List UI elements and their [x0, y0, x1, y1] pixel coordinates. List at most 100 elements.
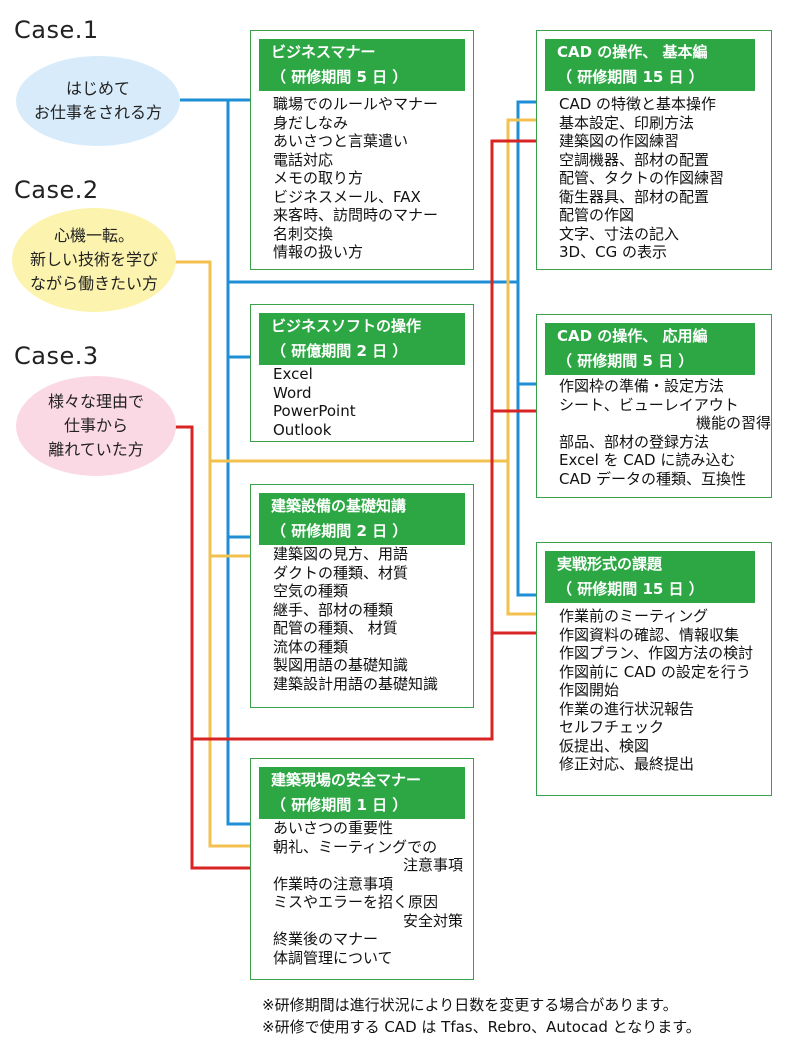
course-item: 朝礼、ミーティングでの	[273, 837, 438, 856]
course-item: 配管、タクトの作図練習	[559, 169, 725, 187]
course-item: 職場でのルールやマナー	[273, 95, 439, 113]
course-item: 配管の作図	[559, 206, 635, 224]
course-practical-task: 実戦形式の課題 （ 研修期間 15 日 ） 作業前のミーティング 作図資料の確認…	[536, 542, 772, 796]
course-header: ビジネスマナー （ 研修期間 5 日 ）	[259, 39, 465, 91]
case2-oval: 心機一転。 新しい技術を学び ながら働きたい方	[12, 208, 176, 312]
course-header: 実戦形式の課題 （ 研修期間 15 日 ）	[545, 551, 755, 603]
course-cad-basic: CAD の操作、 基本編 （ 研修期間 15 日 ） CAD の特徴と基本操作 …	[536, 30, 772, 270]
course-item: ダクトの種類、材質	[273, 563, 409, 582]
course-item: 作図開始	[559, 681, 620, 699]
case1-label: Case.1	[14, 16, 99, 44]
course-item: 文字、寸法の記入	[559, 224, 680, 243]
course-business-manner: ビジネスマナー （ 研修期間 5 日 ） 職場でのルールやマナー 身だしなみ あ…	[250, 30, 474, 270]
course-item: 衛生器具、部材の配置	[559, 187, 710, 206]
course-item: 作図資料の確認、情報収集	[559, 625, 740, 644]
course-title: 実戦形式の課題	[557, 555, 663, 573]
case1-text-line: はじめて	[65, 79, 130, 98]
case2-text-line: 新しい技術を学び	[29, 250, 158, 269]
course-item: 身だしなみ	[273, 113, 349, 132]
case2-path	[170, 118, 536, 848]
case2-text-line: ながら働きたい方	[29, 274, 158, 293]
course-item: シート、ビューレイアウト	[559, 395, 739, 414]
course-period: （ 研修期間 1 日 ）	[271, 796, 408, 814]
case3-text-line: 様々な理由で	[47, 392, 144, 411]
course-item: あいさつの重要性	[273, 819, 394, 837]
course-item: 配管の種類、 材質	[273, 619, 398, 637]
course-item: ビジネスメール、FAX	[273, 187, 421, 206]
case3-text-line: 仕事から	[63, 416, 128, 435]
case1-text-line: お仕事をされる方	[33, 103, 162, 122]
course-item: 空調機器、部材の配置	[559, 150, 710, 169]
course-item: 修正対応、最終提出	[559, 755, 695, 773]
course-item-list: 建築図の見方、用語 ダクトの種類、材質 空気の種類 継手、部材の種類 配管の種類…	[273, 545, 438, 693]
course-title: CAD の操作、 基本編	[557, 43, 708, 61]
course-item: 作図プラン、作図方法の検討	[559, 644, 754, 662]
course-period: （ 研修期間 5 日 ）	[271, 68, 408, 86]
course-item: 作業前のミーティング	[559, 607, 709, 625]
course-title: 建築設備の基礎知講	[271, 497, 407, 515]
footnote-cad: ※研修で使用する CAD は Tfas、Rebro、Autocad となります。	[262, 1018, 701, 1036]
course-item-list: 作業前のミーティング 作図資料の確認、情報収集 作図プラン、作図方法の検討 作図…	[559, 607, 753, 774]
course-item: メモの取り方	[273, 169, 364, 187]
course-item: 電話対応	[273, 150, 334, 169]
course-cad-applied: CAD の操作、 応用編 （ 研修期間 5 日 ） 作図枠の準備・設定方法 シー…	[536, 314, 772, 498]
course-item: 製図用語の基礎知識	[273, 656, 409, 674]
course-period: （ 研修期間 15 日 ）	[557, 68, 704, 86]
course-item: Excel	[273, 365, 313, 383]
course-period: （ 研修期間 2 日 ）	[271, 522, 408, 540]
course-item: あいさつと言葉遣い	[273, 132, 409, 150]
case2-line-cad-basic	[506, 120, 536, 616]
footnote-period: ※研修期間は進行状況により日数を変更する場合があります。	[262, 996, 678, 1014]
course-item: CAD データの種類、互換性	[559, 469, 747, 488]
course-item: ミスやエラーを招く原因	[273, 893, 439, 911]
course-item: 空気の種類	[273, 582, 349, 600]
course-header: 建築設備の基礎知講 （ 研修期間 2 日 ）	[259, 493, 465, 545]
course-item-list: あいさつの重要性 朝礼、ミーティングでの 注意事項 作業時の注意事項 ミスやエラ…	[273, 819, 463, 967]
course-item-list: Excel Word PowerPoint Outlook	[273, 365, 356, 439]
course-item: 作業時の注意事項	[273, 874, 394, 893]
case3-line-trunk	[172, 425, 250, 870]
course-item: Outlook	[273, 420, 332, 439]
course-item-list: 職場でのルールやマナー 身だしなみ あいさつと言葉遣い 電話対応 メモの取り方 …	[273, 95, 438, 262]
course-business-software: ビジネスソフトの操作 （ 研億期間 2 日 ） Excel Word Power…	[250, 304, 474, 442]
course-item: CAD の特徴と基本操作	[559, 95, 717, 113]
course-item: Word	[273, 383, 312, 402]
course-item: 来客時、訪問時のマナー	[273, 206, 439, 224]
course-period: （ 研億期間 2 日 ）	[271, 342, 408, 360]
case2-line-trunk	[170, 260, 250, 848]
course-header: 建築現場の安全マナー （ 研修期間 1 日 ）	[259, 767, 465, 819]
course-item: 継手、部材の種類	[273, 600, 394, 619]
course-item: Excel を CAD に読み込む	[559, 451, 736, 469]
case2-text-line: 心機一転。	[53, 226, 134, 245]
course-item: 建築設計用語の基礎知識	[273, 674, 439, 693]
course-item: 終業後のマナー	[273, 930, 379, 948]
course-item: 作業の進行状況報告	[559, 699, 695, 718]
course-period: （ 研修期間 15 日 ）	[557, 580, 704, 598]
course-item: 仮提出、検図	[559, 736, 650, 755]
case2-label: Case.2	[14, 176, 99, 204]
case3-text-line: 離れていた方	[48, 440, 144, 459]
course-item: 安全対策	[402, 911, 463, 930]
case3-label: Case.3	[14, 342, 99, 370]
course-item: 基本設定、印刷方法	[559, 113, 695, 132]
case1-line-cad-basic	[516, 102, 536, 597]
case3-line-cross-to-cad	[192, 139, 536, 741]
course-item-list: CAD の特徴と基本操作 基本設定、印刷方法 建築図の作図練習 空調機器、部材の…	[559, 95, 724, 262]
course-header: CAD の操作、 基本編 （ 研修期間 15 日 ）	[545, 39, 755, 91]
course-item: 注意事項	[402, 856, 463, 874]
course-building-equipment: 建築設備の基礎知講 （ 研修期間 2 日 ） 建築図の見方、用語 ダクトの種類、…	[250, 484, 474, 708]
course-header: CAD の操作、 応用編 （ 研修期間 5 日 ）	[545, 323, 755, 375]
case1-oval: はじめて お仕事をされる方	[16, 56, 180, 146]
course-item-list: 作図枠の準備・設定方法 シート、ビューレイアウト 機能の習得 部品、部材の登録方…	[559, 377, 771, 488]
course-item: 体調管理について	[273, 948, 393, 967]
case3-oval: 様々な理由で 仕事から 離れていた方	[16, 376, 176, 476]
course-item: 流体の種類	[273, 637, 349, 656]
course-header: ビジネスソフトの操作 （ 研億期間 2 日 ）	[259, 313, 465, 365]
course-item: 建築図の作図練習	[559, 132, 680, 150]
course-item: 部品、部材の登録方法	[559, 432, 710, 451]
course-title: ビジネスソフトの操作	[271, 317, 422, 335]
course-item: 3D、CG の表示	[559, 243, 667, 261]
course-title: ビジネスマナー	[271, 43, 376, 61]
course-site-safety: 建築現場の安全マナー （ 研修期間 1 日 ） あいさつの重要性 朝礼、ミーティ…	[250, 758, 474, 980]
